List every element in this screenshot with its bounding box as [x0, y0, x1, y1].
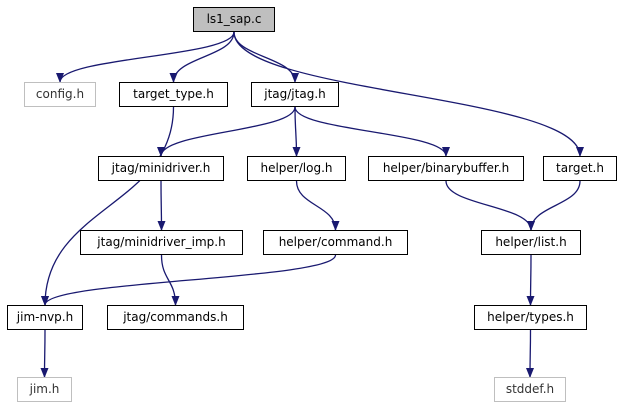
edge-target-to-list [527, 180, 581, 231]
edge-list-to-types [526, 254, 535, 306]
node-helper-log-h[interactable]: helper/log.h [247, 156, 346, 181]
edge-minidriver-to-minidriver_imp [157, 180, 166, 231]
edge-jtag-to-minidriver [157, 106, 296, 157]
edge-jtag-to-binarybuffer [294, 106, 450, 157]
node-target-type-h[interactable]: target_type.h [119, 82, 228, 107]
node-stddef-h: stddef.h [494, 377, 566, 402]
node-target-h[interactable]: target.h [543, 156, 617, 181]
edge-command-to-jim_nvp [41, 254, 337, 306]
node-jtag-commands-h[interactable]: jtag/commands.h [107, 305, 244, 330]
edge-jtag-to-log [292, 106, 301, 157]
node-helper-binarybuffer-h[interactable]: helper/binarybuffer.h [368, 156, 524, 181]
node-jtag-minidriver-h[interactable]: jtag/minidriver.h [98, 156, 224, 181]
node-helper-list-h[interactable]: helper/list.h [481, 230, 581, 255]
edge-types-to-stddef [526, 329, 535, 378]
edge-binarybuffer-to-list [445, 180, 535, 231]
node-config-h: config.h [24, 82, 96, 107]
edge-jim_nvp-to-jim [40, 329, 49, 378]
node-jtag-minidriver-imp-h[interactable]: jtag/minidriver_imp.h [80, 230, 243, 255]
node-jim-nvp-h[interactable]: jim-nvp.h [7, 305, 83, 330]
edge-ls1_sap-to-config [56, 31, 235, 83]
edge-minidriver_imp-to-commands [160, 254, 180, 306]
node-jim-h: jim.h [17, 377, 72, 402]
node-helper-command-h[interactable]: helper/command.h [263, 230, 408, 255]
edge-ls1_sap-to-jtag [233, 31, 299, 83]
edge-log-to-command [295, 180, 340, 231]
node-ls1-sap-c: ls1_sap.c [193, 7, 275, 32]
edge-ls1_sap-to-target [233, 31, 584, 157]
node-helper-types-h[interactable]: helper/types.h [474, 305, 587, 330]
edge-ls1_sap-to-target_type [169, 31, 235, 83]
node-jtag-jtag-h[interactable]: jtag/jtag.h [251, 82, 339, 107]
edge-target_type-to-jim_nvp [41, 106, 175, 306]
